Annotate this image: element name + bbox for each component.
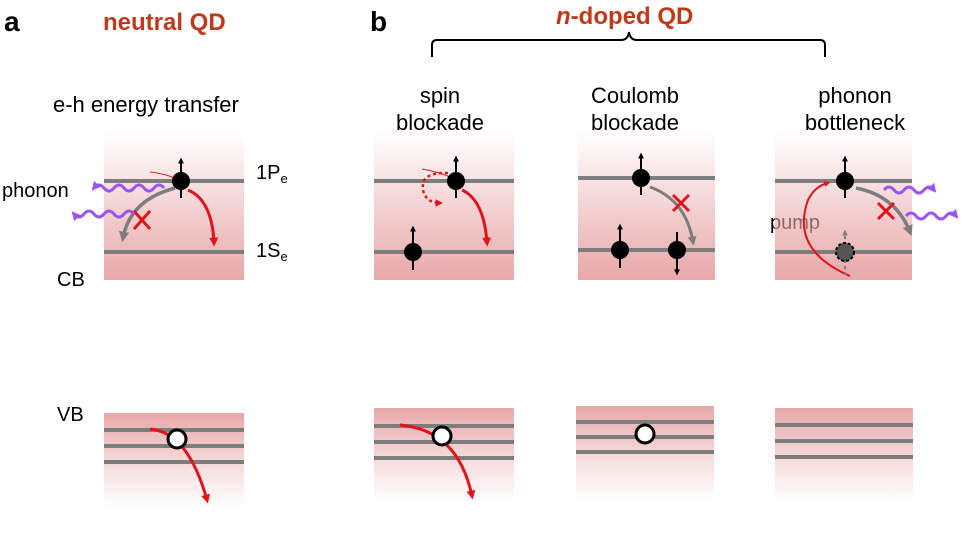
level-1p-subscript: e [280, 171, 288, 186]
spin-flip-dotted-arrow [421, 171, 449, 207]
phonon-wave-1-a [91, 180, 166, 193]
blocked-cross-phonon [876, 201, 896, 221]
phonon-label: phonon [2, 180, 69, 202]
pump-arrow [802, 180, 851, 277]
vb-label: VB [57, 404, 84, 426]
mechanism-energy-transfer: e-h energy transfer [53, 92, 239, 117]
hole-coulomb [634, 423, 656, 445]
panel-a-letter: a [4, 6, 20, 37]
panel-a-title: neutral QD [103, 9, 226, 36]
mechanism-phonon-bottleneck: phonon bottleneck [790, 82, 920, 136]
mechanism-phonon-line1: phonon [818, 83, 892, 108]
panel-b-title: n-doped QD [556, 5, 693, 29]
level-1s-label: 1Se [256, 241, 288, 263]
mechanism-phonon-line2: bottleneck [804, 110, 906, 135]
level-1p-label: 1Pe [256, 163, 288, 185]
blocked-cross-coulomb [671, 193, 691, 213]
hole-relax-arrow-spin [399, 423, 476, 500]
electron-1p-a [172, 172, 190, 190]
panel-b-title-rest: -doped QD [570, 3, 694, 30]
phonon-wave-2-bottleneck [904, 208, 959, 221]
phonon-path-bottleneck [855, 186, 913, 236]
phonon-path-a [118, 186, 176, 243]
cb-band-coulomb [578, 132, 715, 280]
mechanism-spin-blockade: spin blockade [385, 82, 495, 136]
electron-1p-phonon [836, 172, 854, 190]
electron-1s-down-dot-coulomb [668, 241, 686, 259]
vb-band-spin [374, 408, 514, 502]
level-1s-main: 1S [256, 240, 281, 262]
electron-1p-coulomb [632, 169, 650, 187]
n-doped-bracket [431, 31, 826, 57]
mechanism-coulomb-blockade: Coulomb blockade [575, 82, 695, 136]
hole-relax-arrow-a [149, 427, 210, 504]
cb-band-spin [374, 132, 514, 280]
phonon-wave-1-bottleneck [882, 182, 937, 195]
panel-b-title-italic: n [556, 3, 571, 30]
phonon-wave-2-a [71, 209, 136, 222]
blocked-cross-a [132, 210, 152, 230]
electron-1p-spin [447, 172, 465, 190]
panel-b-letter: b [370, 6, 388, 37]
mechanism-spin-line1: spin [419, 83, 461, 108]
level-1s-subscript: e [280, 249, 288, 264]
hole-a [166, 428, 188, 450]
cb-label: CB [57, 269, 85, 291]
hole-spin [431, 425, 453, 447]
relax-arrow-spin [461, 188, 492, 247]
electron-1s-spin [404, 243, 422, 261]
level-1p-main: 1P [256, 162, 281, 184]
relax-arrow-a [187, 188, 219, 247]
mechanism-spin-line2: blockade [395, 110, 485, 135]
mechanism-coulomb-line1: Coulomb [590, 83, 680, 108]
electron-1s-up-dot-coulomb [611, 241, 629, 259]
mechanism-coulomb-line2: blockade [590, 110, 680, 135]
cb-band-a [104, 132, 244, 280]
depleted-state-phonon [835, 242, 855, 262]
